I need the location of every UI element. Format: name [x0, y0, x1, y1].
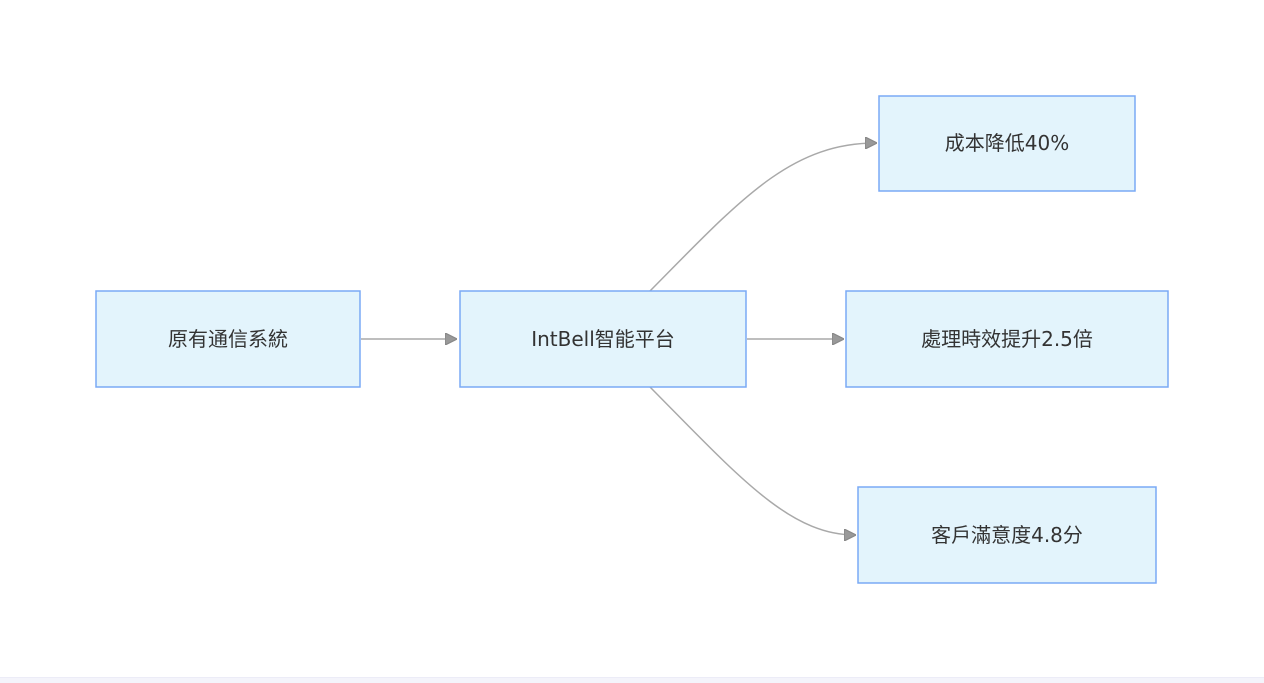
edge-platform-to-satisfaction — [649, 386, 855, 535]
node-legacy-system-label: 原有通信系統 — [168, 327, 288, 351]
node-cost-reduction-label: 成本降低40% — [945, 131, 1069, 155]
node-intbell-platform-label: IntBell智能平台 — [531, 327, 675, 351]
node-efficiency-gain[interactable]: 處理時效提升2.5倍 — [845, 290, 1169, 388]
bottom-edge-strip — [0, 677, 1264, 683]
node-efficiency-gain-label: 處理時效提升2.5倍 — [921, 327, 1093, 351]
node-customer-satisfaction-label: 客戶滿意度4.8分 — [931, 523, 1083, 547]
node-cost-reduction[interactable]: 成本降低40% — [878, 95, 1136, 192]
edge-platform-to-cost — [649, 143, 876, 292]
node-intbell-platform[interactable]: IntBell智能平台 — [459, 290, 747, 388]
node-legacy-system[interactable]: 原有通信系統 — [95, 290, 361, 388]
node-customer-satisfaction[interactable]: 客戶滿意度4.8分 — [857, 486, 1157, 584]
